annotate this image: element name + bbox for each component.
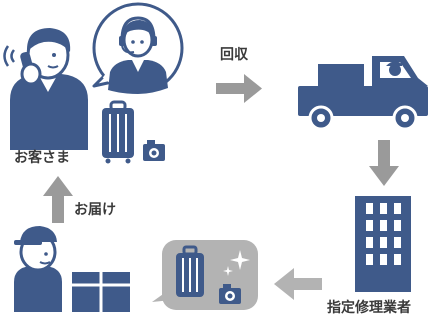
arrow-left-icon	[274, 268, 322, 300]
arrow-down-icon	[369, 140, 399, 186]
cardboard-box-icon	[72, 272, 130, 312]
repaired-items-icon	[152, 240, 258, 310]
camera-icon	[143, 140, 165, 161]
delivery-label: お届け	[74, 202, 116, 218]
suitcase-icon	[102, 100, 134, 164]
repair-building-icon	[355, 196, 411, 292]
collection-label: 回収	[220, 47, 248, 63]
arrow-right-icon	[216, 74, 262, 103]
call-center-operator-icon	[92, 2, 184, 94]
customer-label: お客さま	[14, 150, 70, 166]
delivery-truck-icon	[298, 56, 428, 131]
delivery-worker-icon	[14, 226, 62, 312]
arrow-up-icon	[43, 176, 73, 223]
repair-shop-label: 指定修理業者	[327, 300, 411, 316]
customer-on-phone-icon	[3, 28, 88, 150]
